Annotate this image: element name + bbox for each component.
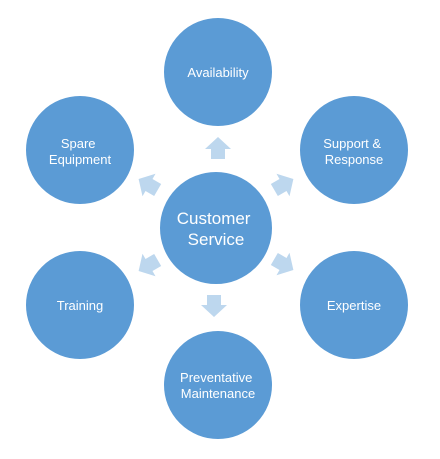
- node-expertise-label: Expertise: [327, 298, 381, 313]
- node-availability-label: Availability: [187, 65, 249, 80]
- hub-customer-service-label: Customer Service: [177, 209, 255, 249]
- node-training: Training: [24, 249, 136, 361]
- arrows-group: [138, 137, 294, 317]
- arrow-to-preventative-maintenance: [201, 295, 227, 317]
- node-preventative-maintenance: Preventative Maintenance: [162, 329, 274, 441]
- node-support-response-label: Support & Response: [323, 136, 384, 167]
- arrow-to-support-response: [270, 173, 294, 197]
- node-training-label: Training: [57, 298, 103, 313]
- arrow-to-expertise: [270, 252, 294, 276]
- arrow-to-spare-equipment: [138, 173, 162, 197]
- arrow-to-availability: [205, 137, 231, 159]
- node-preventative-maintenance-label: Preventative Maintenance: [180, 370, 256, 401]
- node-support-response: Support & Response: [298, 94, 410, 206]
- node-expertise: Expertise: [298, 249, 410, 361]
- node-spare-equipment: Spare Equipment: [24, 94, 136, 206]
- hub-customer-service: Customer Service: [158, 170, 274, 286]
- node-availability: Availability: [162, 16, 274, 128]
- arrow-to-training: [138, 253, 162, 277]
- node-spare-equipment-label: Spare Equipment: [49, 136, 112, 167]
